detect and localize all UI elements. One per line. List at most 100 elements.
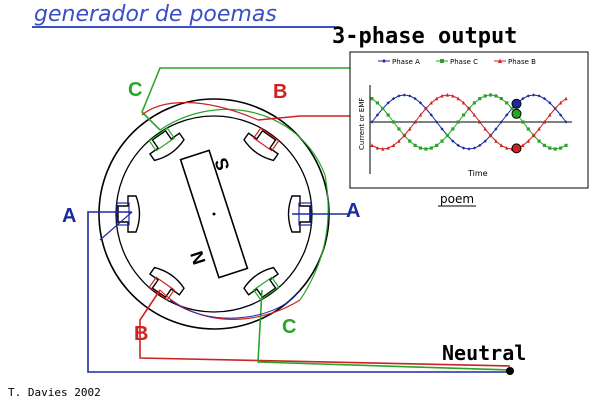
coil-label-c-top: C bbox=[128, 79, 142, 101]
coil-label-a-left: A bbox=[62, 205, 76, 227]
coil-label-c-bottom: C bbox=[282, 316, 296, 338]
series-2-point-32 bbox=[542, 119, 547, 124]
series-0-point-31 bbox=[537, 94, 541, 98]
coil-c-ring-wire bbox=[159, 108, 329, 301]
series-0-point-21 bbox=[483, 139, 487, 143]
series-0-point-6 bbox=[402, 93, 406, 97]
series-1-point-24 bbox=[499, 97, 503, 101]
series-1-point-28 bbox=[521, 120, 525, 124]
series-2-point-3 bbox=[386, 145, 390, 150]
series-0-point-23 bbox=[494, 127, 498, 131]
series-0-point-3 bbox=[386, 101, 390, 105]
stator-poles bbox=[116, 127, 312, 301]
series-2-point-8 bbox=[413, 119, 417, 124]
series-0-point-28 bbox=[521, 97, 525, 101]
neutral-label: Neutral bbox=[442, 341, 526, 365]
legend-label-1: Phase C bbox=[450, 58, 478, 66]
series-1-point-31 bbox=[537, 139, 541, 143]
series-2-point-4 bbox=[391, 143, 396, 147]
neutral-junction bbox=[506, 367, 514, 375]
credit-text: T. Davies 2002 bbox=[8, 386, 101, 399]
series-2-point-10 bbox=[424, 106, 428, 111]
pole-b-top bbox=[243, 127, 280, 162]
series-2-point-15 bbox=[451, 93, 455, 98]
series-2-point-12 bbox=[435, 96, 439, 101]
series-2-point-5 bbox=[397, 138, 401, 143]
series-0-point-29 bbox=[526, 94, 530, 98]
series-1-point-4 bbox=[391, 120, 396, 124]
series-1-point-22 bbox=[488, 93, 493, 97]
pole-c-bottom bbox=[243, 266, 280, 301]
series-2-point-31 bbox=[537, 126, 541, 131]
series-1-point-15 bbox=[451, 127, 455, 131]
coil-a-left-wire bbox=[87, 211, 510, 373]
series-0-point-19 bbox=[472, 146, 476, 150]
coil-a-left-lead bbox=[99, 211, 133, 241]
series-0-point-15 bbox=[451, 139, 455, 143]
series-2-point-36 bbox=[564, 96, 568, 101]
series-1-point-26 bbox=[510, 106, 514, 111]
series-2-point-25 bbox=[505, 145, 509, 150]
series-1-point-17 bbox=[462, 113, 466, 117]
series-1-point-29 bbox=[526, 127, 530, 131]
series-0-point-30 bbox=[532, 93, 536, 97]
series-0-point-36 bbox=[564, 120, 568, 124]
series-2-point-24 bbox=[499, 143, 503, 147]
series-0-point-0 bbox=[370, 120, 374, 124]
series-0-point-5 bbox=[397, 94, 401, 98]
series-2-point-7 bbox=[408, 126, 412, 131]
series-1-point-0 bbox=[370, 97, 374, 101]
coil-label-b-bottom: B bbox=[134, 323, 148, 345]
series-0-point-25 bbox=[505, 113, 509, 117]
series-1-point-34 bbox=[553, 147, 557, 151]
series-2-point-14 bbox=[445, 92, 450, 97]
series-1-point-1 bbox=[375, 101, 379, 105]
legend-marker-0 bbox=[382, 59, 386, 63]
rotor-magnet bbox=[179, 149, 249, 279]
coil-a-ring-wire bbox=[169, 289, 301, 319]
pole-b-bottom bbox=[148, 266, 185, 301]
series-2-point-21 bbox=[483, 126, 487, 131]
legend-marker-2 bbox=[498, 58, 502, 63]
series-1-point-13 bbox=[440, 139, 444, 143]
series-1-point-10 bbox=[424, 147, 428, 151]
series-1-point-21 bbox=[483, 94, 487, 98]
chart-series bbox=[370, 92, 568, 154]
rotor-south-label: S bbox=[211, 155, 234, 173]
coil-b-lower-ring-wire bbox=[159, 289, 301, 320]
series-0-point-12 bbox=[435, 120, 439, 124]
series-0-point-24 bbox=[499, 120, 503, 124]
series-0-point-32 bbox=[542, 97, 547, 101]
series-1-point-25 bbox=[505, 101, 509, 105]
coil-c-upper-wire bbox=[141, 67, 350, 131]
series-2-point-18 bbox=[467, 106, 471, 111]
series-2-point-30 bbox=[532, 133, 536, 138]
series-1-point-14 bbox=[445, 133, 450, 138]
series-2-point-2 bbox=[381, 146, 385, 151]
series-2-point-1 bbox=[375, 145, 379, 150]
series-2-point-29 bbox=[526, 138, 530, 143]
coil-b-upper-wire bbox=[257, 115, 350, 121]
pole-a-left bbox=[116, 195, 141, 233]
series-1-point-36 bbox=[564, 143, 568, 147]
series-1-point-3 bbox=[386, 113, 390, 117]
legend-label-2: Phase B bbox=[508, 58, 536, 66]
series-1-point-11 bbox=[429, 146, 433, 150]
series-0-point-1 bbox=[375, 113, 379, 117]
series-2-point-0 bbox=[370, 143, 374, 147]
series-2-point-19 bbox=[472, 112, 476, 117]
coil-label-b-top: B bbox=[273, 81, 287, 103]
pole-c-top bbox=[148, 127, 185, 162]
series-0-point-18 bbox=[467, 147, 471, 151]
series-1-point-7 bbox=[408, 139, 412, 143]
chart-frame bbox=[349, 51, 589, 189]
series-2-point-35 bbox=[559, 100, 563, 105]
series-2-point-13 bbox=[440, 93, 444, 98]
coil-label-a-right: A bbox=[346, 200, 360, 222]
series-0-point-11 bbox=[429, 113, 433, 117]
rotor-north-label: N bbox=[186, 249, 209, 268]
series-2-point-33 bbox=[548, 112, 552, 117]
page-title: generador de poemas bbox=[34, 2, 277, 27]
